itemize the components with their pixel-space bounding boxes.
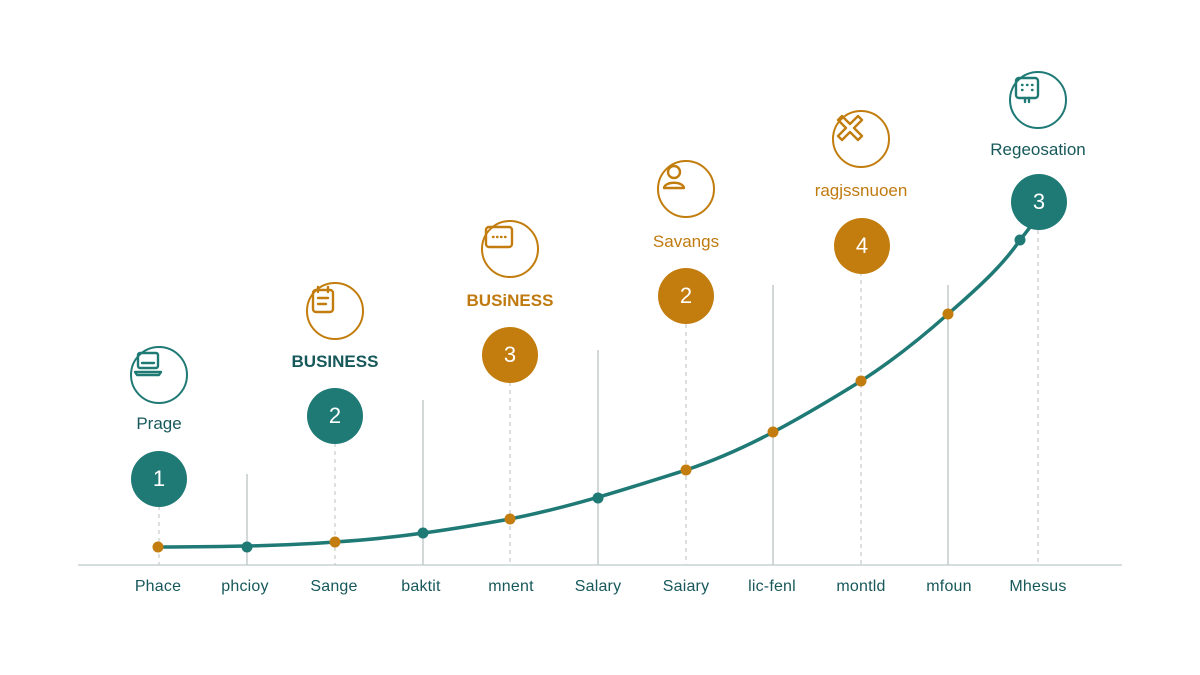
curve-point: [241, 541, 253, 553]
curve-point: [329, 536, 341, 548]
curve-point: [504, 513, 516, 525]
x-axis-label: mnent: [488, 578, 534, 595]
terminal-icon: [1009, 71, 1067, 129]
x-axis-label: Saiary: [662, 578, 710, 595]
step-title: BUSINESS: [291, 352, 379, 371]
person-icon: [657, 160, 715, 218]
step-title: Prage: [136, 414, 182, 433]
x-axis-label: baktit: [401, 578, 441, 595]
x-axis-label: Phace: [134, 578, 182, 595]
cross-icon: [832, 110, 890, 168]
curve-point: [417, 527, 429, 539]
curve-point: [942, 308, 954, 320]
dashboard-icon: [481, 220, 539, 278]
step-number-badge: 2: [307, 388, 363, 444]
curve-point: [592, 492, 604, 504]
step-number-badge: 4: [834, 218, 890, 274]
curve-point: [1014, 234, 1026, 246]
curve-point: [680, 464, 692, 476]
curve-point: [152, 541, 164, 553]
step-title: ragjssnuoen: [814, 181, 908, 200]
x-axis-label: Mhesus: [1009, 578, 1067, 595]
step-number-badge: 2: [658, 268, 714, 324]
x-axis-label: montld: [836, 578, 886, 595]
step-number-badge: 1: [131, 451, 187, 507]
step-title: BUSiNESS: [466, 291, 554, 310]
step-number-badge: 3: [1011, 174, 1067, 230]
step-title: Regeosation: [990, 140, 1086, 159]
document-icon: [306, 282, 364, 340]
x-axis-label: Sange: [310, 578, 358, 595]
x-axis-label: lic-fenl: [748, 578, 796, 595]
step-number-badge: 3: [482, 327, 538, 383]
curve-point: [855, 375, 867, 387]
step-title: Savangs: [652, 232, 720, 251]
x-axis-label: phcioy: [221, 578, 269, 595]
curve-point: [767, 426, 779, 438]
x-axis-label: Salary: [574, 578, 622, 595]
laptop-icon: [130, 346, 188, 404]
x-axis-label: mfoun: [926, 578, 972, 595]
